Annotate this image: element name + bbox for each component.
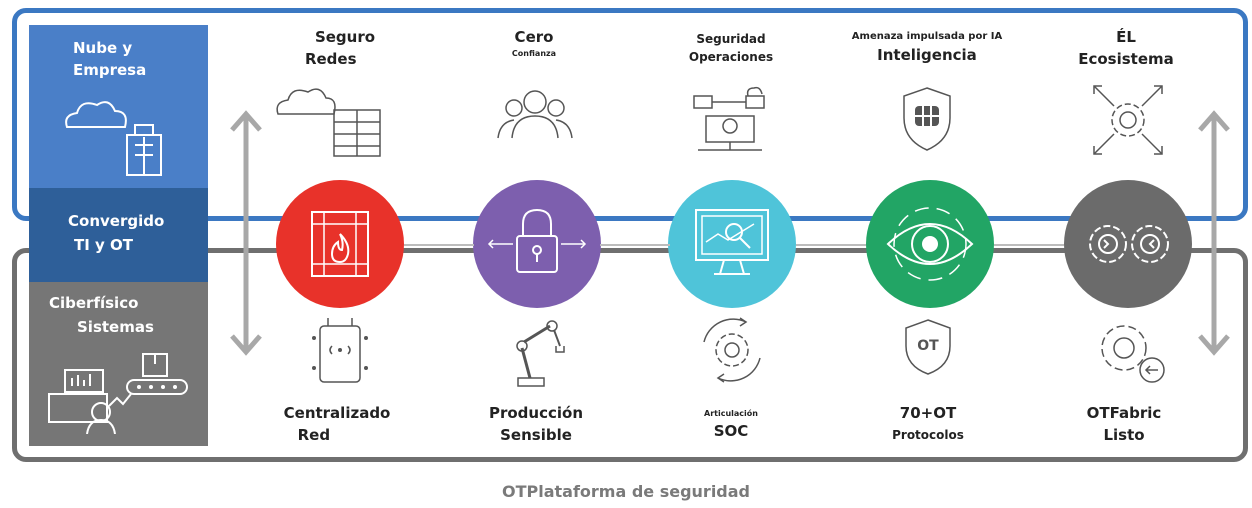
twin-gears-icon (1089, 225, 1169, 263)
ot-badge-text: OT (917, 338, 939, 354)
network-device-icon (312, 318, 368, 383)
connector-line (404, 244, 1064, 246)
soc-gear-cycle-icon (703, 317, 761, 383)
centralized-line1: Centralizado (283, 404, 391, 422)
otfabric-ready-label: OTFabric Listo (1087, 402, 1162, 446)
secure-networks-label: Seguro Redes (305, 26, 375, 70)
cloud-label-line1: Nube y (73, 39, 133, 57)
gear-return-icon (1101, 325, 1165, 383)
soc-line2: SOC (713, 422, 749, 440)
cloud-label-line2: Empresa (73, 61, 147, 79)
soc-line1: Articulación (704, 409, 758, 418)
converged-panel: Convergido TI y OT (29, 188, 208, 282)
padlock-icon (487, 208, 587, 273)
operator-conveyor-icon (48, 353, 188, 434)
secops-line1: Seguridad (696, 32, 766, 46)
zero-trust-line1: Cero (514, 28, 554, 46)
ot-shield-icon (905, 319, 951, 375)
zero-trust-label: Cero Confianza (512, 26, 556, 60)
production-line1: Producción (488, 404, 584, 422)
eye-target-icon (886, 207, 974, 281)
users-group-icon (497, 90, 573, 139)
cloud-servers-icon (276, 88, 381, 157)
monitor-analysis-icon (695, 209, 769, 275)
ai-threat-line2: Inteligencia (877, 46, 977, 64)
otfabric-line1: OTFabric (1086, 404, 1162, 422)
robotic-arm-icon (516, 320, 565, 387)
shield-icon (903, 87, 951, 151)
secops-label: Seguridad Operaciones (689, 30, 773, 66)
converged-label-line1: Convergido (68, 212, 165, 230)
secure-networks-line2: Redes (304, 50, 357, 68)
zero-trust-line2: Confianza (511, 49, 557, 58)
centralized-network-label: Centralizado Red (284, 402, 391, 446)
zero-trust-circle (473, 180, 601, 308)
secops-line2: Operaciones (688, 50, 774, 64)
left-vertical-arrow-icon (230, 110, 262, 356)
ot-protocols-label: 70+OT Protocolos (892, 402, 964, 446)
secops-flow-icon (693, 86, 765, 151)
soc-label: Articulación SOC (704, 408, 758, 442)
ot-zone-frame (12, 248, 1248, 462)
ai-threat-line1: Amenaza impulsada por IA (851, 31, 1003, 42)
centralized-line2: Red (297, 426, 331, 444)
ai-threat-intel-label: Amenaza impulsada por IA Inteligencia (852, 30, 1002, 66)
cps-label-line1: Ciberfísico (49, 294, 139, 312)
threat-intel-circle (866, 180, 994, 308)
ot-shield-badge: OT (904, 318, 952, 376)
platform-title: OTPlataforma de seguridad (501, 482, 751, 501)
cloud-enterprise-panel: Nube y Empresa (29, 25, 208, 188)
converged-label-line2: TI y OT (74, 236, 134, 254)
firewall-circle (276, 180, 404, 308)
it-ecosystem-label: ÉL Ecosistema (1078, 26, 1174, 70)
cloud-building-icon (65, 101, 162, 176)
secops-circle (668, 180, 796, 308)
it-ecosystem-line1: ÉL (1116, 28, 1136, 46)
production-line2: Sensible (500, 426, 572, 444)
protocols-line1: 70+OT (899, 404, 957, 422)
right-vertical-arrow-icon (1198, 110, 1230, 356)
production-sensitive-label: Producción Sensible (489, 402, 583, 446)
protocols-line2: Protocolos (892, 428, 964, 442)
it-ecosystem-line2: Ecosistema (1078, 50, 1174, 68)
otfabric-line2: Listo (1103, 426, 1145, 444)
ecosystem-gear-icon (1093, 85, 1163, 155)
firewall-icon (311, 211, 369, 277)
secure-networks-line1: Seguro (314, 28, 376, 46)
cps-label-line2: Sistemas (77, 318, 154, 336)
it-zone-frame (12, 8, 1248, 221)
cyber-physical-panel: Ciberfísico Sistemas (29, 282, 208, 446)
ecosystem-circle (1064, 180, 1192, 308)
